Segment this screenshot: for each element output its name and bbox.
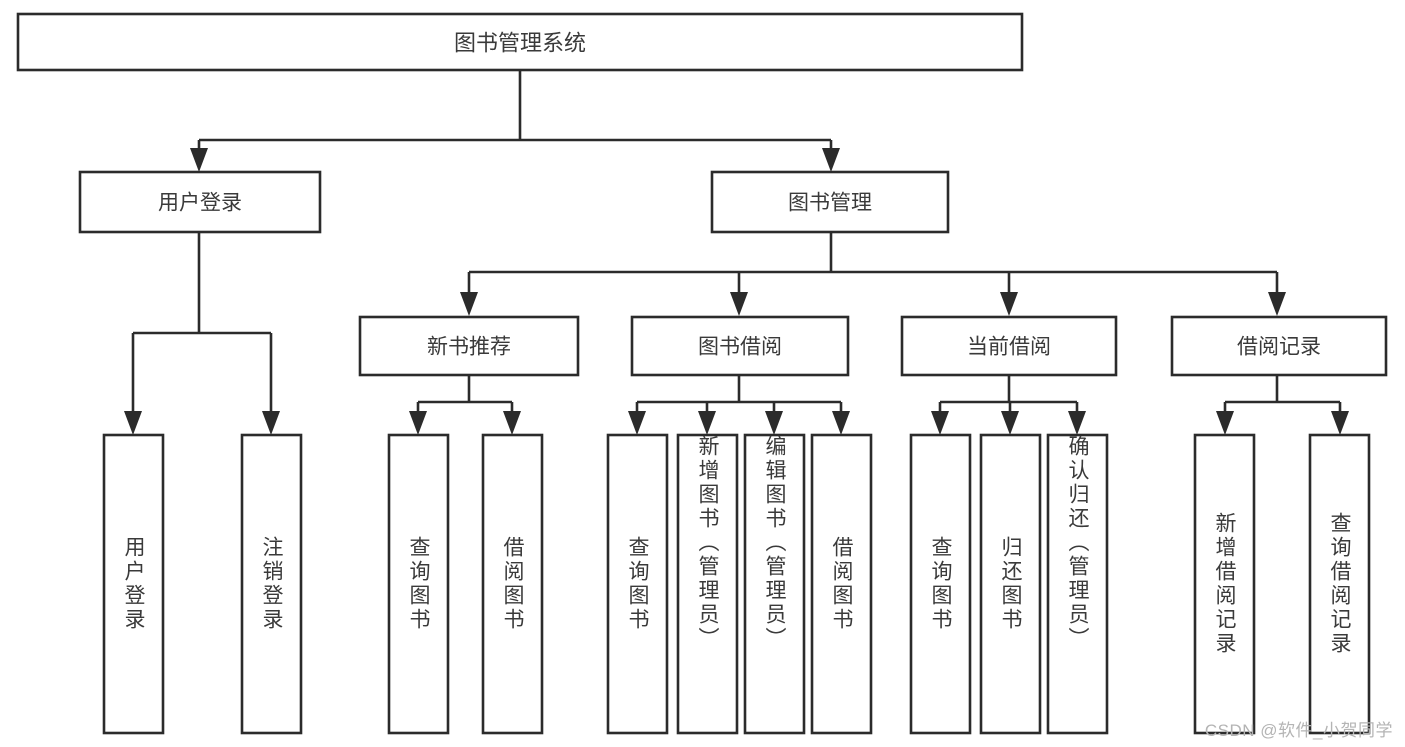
node-book-borrow-box[interactable] (630, 315, 850, 377)
leaf-box-borrow-book-2[interactable] (810, 433, 873, 735)
arrow-head-icon (1068, 411, 1086, 435)
node-book-management-label: 图书管理 (788, 192, 872, 215)
arrow-head-icon (1000, 292, 1018, 316)
connector-group-borrow-records (1216, 375, 1349, 435)
arrow-head-icon (124, 411, 142, 435)
node-new-book-recommend[interactable]: 新书推荐 (358, 315, 580, 377)
leaf-box-query-book-2[interactable] (606, 433, 669, 735)
arrow-head-icon (1331, 411, 1349, 435)
arrow-head-icon (1216, 411, 1234, 435)
leaf-box-user-login[interactable] (102, 433, 165, 735)
arrow-head-icon (1001, 411, 1019, 435)
node-new-book-recommend-box[interactable] (358, 315, 580, 377)
connector-group-user-login (124, 232, 280, 435)
arrow-head-icon (765, 411, 783, 435)
node-current-borrow-box[interactable] (900, 315, 1118, 377)
node-borrow-records-box[interactable] (1170, 315, 1388, 377)
arrow-head-icon (822, 148, 840, 172)
connector-group-book-manage (460, 232, 1286, 316)
arrow-head-icon (460, 292, 478, 316)
node-root-label: 图书管理系统 (454, 31, 586, 56)
node-root-box[interactable] (16, 12, 1024, 72)
node-new-book-recommend-label: 新书推荐 (427, 336, 511, 359)
node-current-borrow-label: 当前借阅 (967, 336, 1051, 359)
node-user-login[interactable]: 用户登录 (78, 170, 322, 234)
node-user-login-box[interactable] (78, 170, 322, 234)
node-current-borrow[interactable]: 当前借阅 (900, 315, 1118, 377)
leaf-box-query-book-3[interactable] (909, 433, 972, 735)
arrow-head-icon (730, 292, 748, 316)
leaf-box-edit-book[interactable] (743, 433, 806, 735)
node-book-management[interactable]: 图书管理 (710, 170, 950, 234)
arrow-head-icon (503, 411, 521, 435)
leaf-box-return-book[interactable] (979, 433, 1042, 735)
watermark-text: CSDN @软件_小贺同学 (1204, 721, 1393, 740)
connector-group-book-borrow (628, 375, 850, 435)
arrow-head-icon (190, 148, 208, 172)
node-book-management-box[interactable] (710, 170, 950, 234)
leaf-box-query-book-1[interactable] (387, 433, 450, 735)
node-root-system[interactable]: 图书管理系统 (16, 12, 1024, 72)
leaf-box-add-book[interactable] (676, 433, 739, 735)
leaf-box-confirm-return[interactable] (1046, 433, 1109, 735)
arrow-head-icon (931, 411, 949, 435)
arrow-head-icon (409, 411, 427, 435)
node-book-borrow-label: 图书借阅 (698, 336, 782, 359)
node-user-login-label: 用户登录 (158, 192, 242, 215)
leaf-box-logout[interactable] (240, 433, 303, 735)
node-borrow-records-label: 借阅记录 (1237, 336, 1321, 359)
connector-group-current-borrow (931, 375, 1086, 435)
connector-group-new-book (409, 375, 521, 435)
arrow-head-icon (628, 411, 646, 435)
node-borrow-records[interactable]: 借阅记录 (1170, 315, 1388, 377)
leaf-box-query-record[interactable] (1308, 433, 1371, 735)
arrow-head-icon (698, 411, 716, 435)
node-book-borrow[interactable]: 图书借阅 (630, 315, 850, 377)
arrow-head-icon (832, 411, 850, 435)
leaf-box-add-record[interactable] (1193, 433, 1256, 735)
connector-group-root (190, 70, 840, 172)
leaf-box-borrow-book-1[interactable] (481, 433, 544, 735)
arrow-head-icon (262, 411, 280, 435)
arrow-head-icon (1268, 292, 1286, 316)
